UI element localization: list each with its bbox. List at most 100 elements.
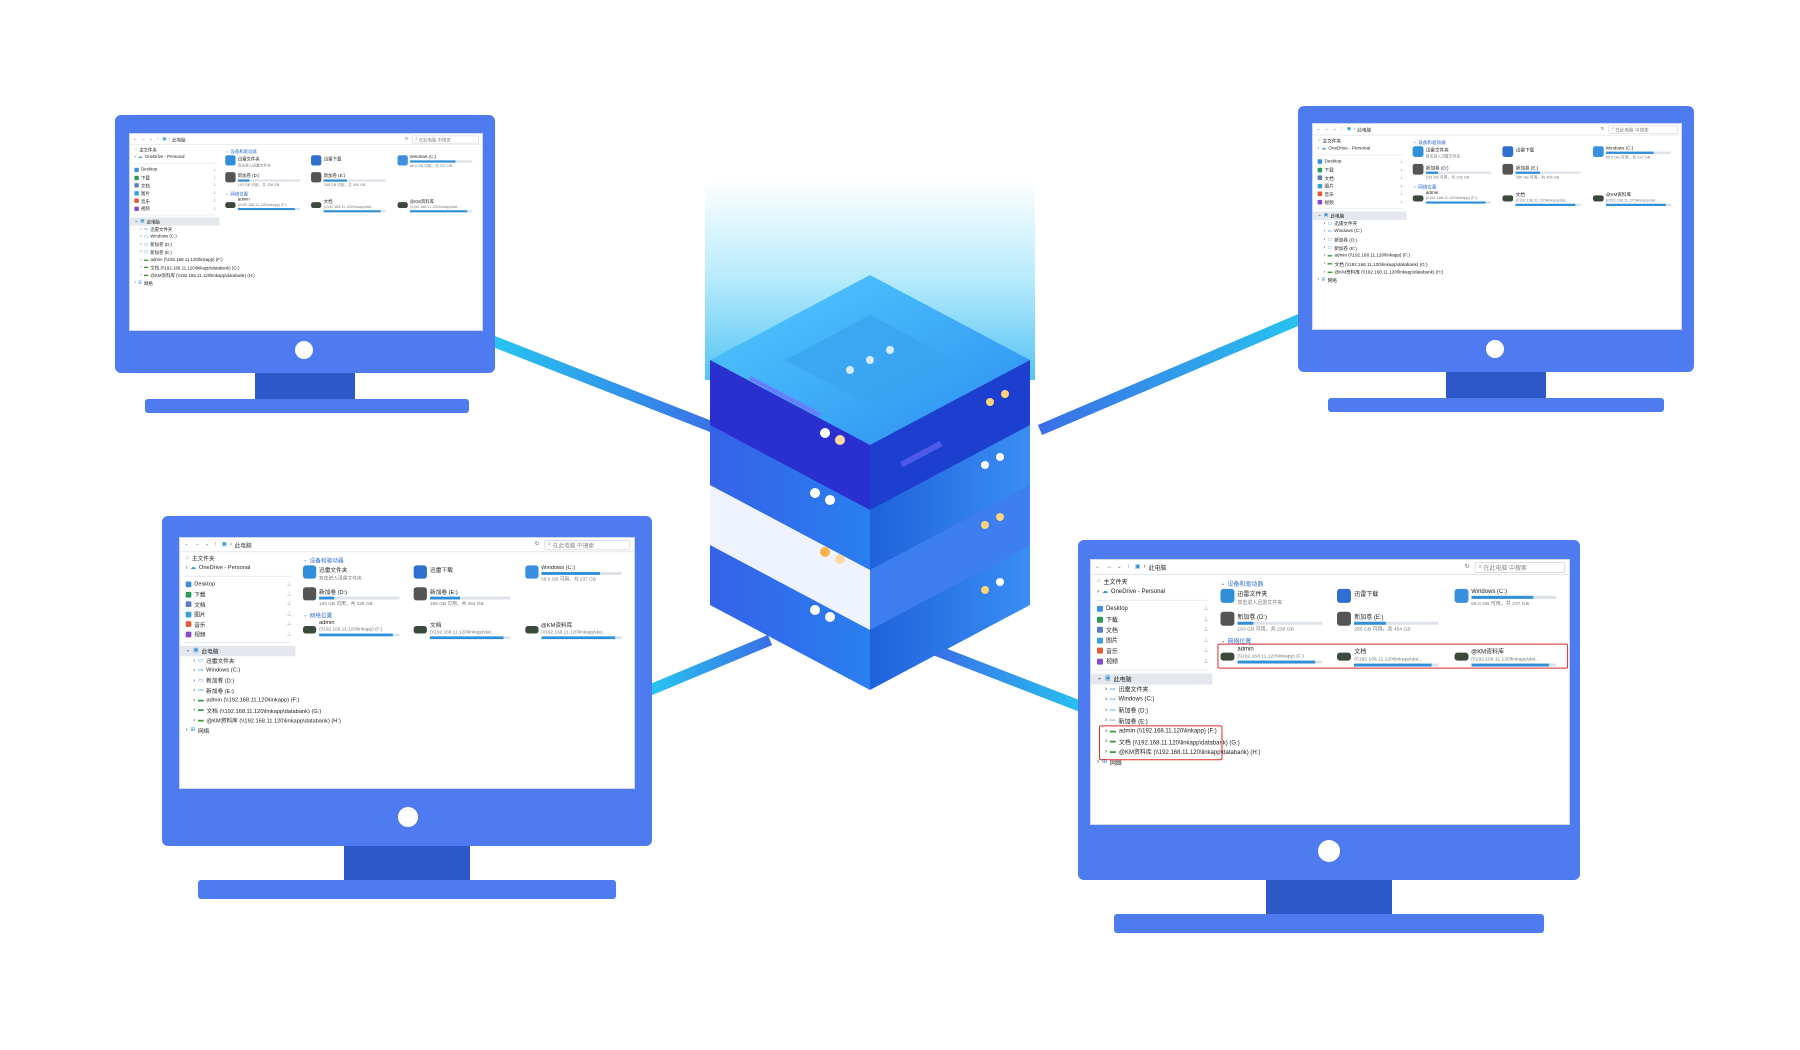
nav-network-drive[interactable]: ›▬@KM资料库 (\\192.168.11.120\linkapp\datab… <box>1091 747 1260 757</box>
search-box[interactable]: ⌕ 在此电脑 中搜索 <box>1608 125 1679 134</box>
address-bar[interactable]: ▣ › 此电脑 <box>162 136 401 142</box>
nav-quick-item[interactable]: 图片⊥ <box>180 609 295 619</box>
drive-tile[interactable]: 迅雷下载 <box>413 565 519 584</box>
nav-onedrive[interactable]: ›☁OneDrive - Personal <box>1096 588 1166 595</box>
nav-quick-item[interactable]: 下载⊥ <box>180 590 295 600</box>
back-arrow-icon[interactable]: ← <box>132 136 138 142</box>
nav-quick-item[interactable]: 文档⊥ <box>180 599 295 609</box>
nav-pc-child[interactable]: ›▭新加卷 (D:) <box>1091 705 1213 715</box>
drive-tile[interactable]: 迅雷文件夹双击进入迅雷文件夹 <box>1412 146 1498 161</box>
search-box[interactable]: ⌕ 在此电脑 中搜索 <box>412 135 479 144</box>
search-box[interactable]: ⌕ 在此电脑 中搜索 <box>544 539 631 550</box>
refresh-icon[interactable]: ↻ <box>1600 127 1605 132</box>
section-network-header[interactable]: ⌄网络位置 <box>1412 184 1437 190</box>
drive-tile[interactable]: 迅雷下载 <box>311 155 393 170</box>
network-location-tile[interactable]: admin(\\192.168.11.120\linkapp) (F:) <box>225 198 307 213</box>
nav-network-drive[interactable]: ›▬admin (\\192.168.11.120\linkapp) (F:) <box>1313 252 1410 260</box>
up-arrow-icon[interactable]: ↑ <box>1340 127 1343 132</box>
address-bar[interactable]: ▣ › 此电脑 <box>1135 562 1460 571</box>
nav-network[interactable]: ›⊞网络 <box>185 727 210 735</box>
drive-tile[interactable]: 新加卷 (E:)285 GB 可用，共 454 GB <box>1337 611 1448 633</box>
network-location-tile[interactable]: @KM资料库(\\192.168.11.120\linkapp\dat... <box>524 620 630 640</box>
section-devices-header[interactable]: ⌄设备和驱动器 <box>1220 580 1264 588</box>
nav-pc-child[interactable]: ›▭迅雷文件夹 <box>130 225 219 233</box>
drive-tile[interactable]: 迅雷文件夹双击进入迅雷文件夹 <box>302 565 408 584</box>
nav-quick-item[interactable]: Desktop⊥ <box>1313 158 1407 166</box>
nav-quick-item[interactable]: 音乐⊥ <box>130 197 219 205</box>
drive-tile[interactable]: 新加卷 (D:)193 GB 可用，共 238 GB <box>302 587 408 607</box>
nav-network-drive[interactable]: ›▬文档 (\\192.168.11.120\linkapp\databank)… <box>1091 736 1240 746</box>
network-location-tile[interactable]: @KM资料库(\\192.168.11.120\linkapp\dat... <box>1592 191 1678 207</box>
nav-network-drive[interactable]: ›▬admin (\\192.168.11.120\linkapp) (F:) <box>180 696 299 706</box>
nav-network-drive[interactable]: ›▬文档 (\\192.168.11.120\linkapp\databank)… <box>130 264 239 272</box>
nav-this-pc[interactable]: ⌄▣此电脑 <box>130 217 220 226</box>
nav-quick-item[interactable]: 图片⊥ <box>1313 182 1407 190</box>
nav-quick-item[interactable]: 文档⊥ <box>1091 625 1213 635</box>
nav-pc-child[interactable]: ›▭新加卷 (D:) <box>130 241 219 249</box>
nav-this-pc[interactable]: ⌄▣此电脑 <box>1313 211 1407 220</box>
drive-tile[interactable]: 新加卷 (D:)193 GB 可用，共 238 GB <box>225 172 307 188</box>
nav-network-drive[interactable]: ›▬文档 (\\192.168.11.120\linkapp\databank)… <box>180 705 321 715</box>
section-devices-header[interactable]: ⌄设备和驱动器 <box>1412 139 1446 146</box>
section-network-header[interactable]: ⌄网络位置 <box>302 612 333 620</box>
nav-pc-child[interactable]: ›▭迅雷文件夹 <box>180 656 295 666</box>
nav-pc-child[interactable]: ›▭Windows (C:) <box>130 233 219 241</box>
nav-quick-item[interactable]: 文档⊥ <box>130 182 219 190</box>
drive-tile[interactable]: Windows (C:)65.0 GB 可用，共 237 GB <box>1454 588 1565 609</box>
nav-onedrive[interactable]: ›☁OneDrive - Personal <box>185 565 251 571</box>
forward-arrow-icon[interactable]: → <box>1105 563 1112 570</box>
nav-onedrive[interactable]: ›☁OneDrive - Personal <box>134 155 185 160</box>
drive-tile[interactable]: Windows (C:)65.0 GB 可用，共 237 GB <box>524 565 630 584</box>
refresh-icon[interactable]: ↻ <box>1464 563 1470 570</box>
nav-network-drive[interactable]: ›▬@KM资料库 (\\192.168.11.120\linkapp\datab… <box>1313 268 1444 276</box>
nav-pc-child[interactable]: ›▭Windows (C:) <box>1091 694 1213 704</box>
nav-network[interactable]: ›⊞网络 <box>134 280 153 287</box>
nav-quick-item[interactable]: 音乐⊥ <box>1313 190 1407 198</box>
nav-quick-item[interactable]: Desktop⊥ <box>180 580 295 590</box>
refresh-icon[interactable]: ↻ <box>534 541 540 548</box>
nav-pc-child[interactable]: ›▭迅雷文件夹 <box>1091 684 1213 694</box>
nav-onedrive[interactable]: ›☁OneDrive - Personal <box>1317 146 1371 151</box>
nav-network-drive[interactable]: ›▬@KM资料库 (\\192.168.11.120\linkapp\datab… <box>130 271 254 279</box>
nav-quick-item[interactable]: 下载⊥ <box>130 174 219 182</box>
nav-network-drive[interactable]: ›▬文档 (\\192.168.11.120\linkapp\databank)… <box>1313 260 1428 268</box>
nav-pc-child[interactable]: ›▭新加卷 (E:) <box>180 686 295 696</box>
network-location-tile[interactable]: admin(\\192.168.11.120\linkapp) (F:) <box>302 620 408 639</box>
nav-quick-item[interactable]: 图片⊥ <box>130 189 219 197</box>
nav-quick-item[interactable]: 视频⊥ <box>180 629 295 639</box>
drive-tile[interactable]: 新加卷 (D:)193 GB 可用，共 238 GB <box>1412 163 1498 180</box>
network-location-tile[interactable]: @KM资料库(\\192.168.11.120\linkapp\dat... <box>1454 647 1565 667</box>
nav-quick-item[interactable]: 音乐⊥ <box>1091 646 1213 656</box>
network-location-tile[interactable]: 文档(\\192.168.11.120\linkapp\dat... <box>311 198 393 213</box>
nav-pc-child[interactable]: ›▭新加卷 (D:) <box>1313 236 1407 244</box>
nav-quick-item[interactable]: 视频⊥ <box>1313 198 1407 206</box>
drive-tile[interactable]: 迅雷下载 <box>1337 588 1448 609</box>
nav-pc-child[interactable]: ›▭Windows (C:) <box>1313 228 1407 236</box>
section-network-header[interactable]: ⌄网络位置 <box>1220 638 1252 646</box>
nav-quick-item[interactable]: 下载⊥ <box>1313 166 1407 174</box>
section-network-header[interactable]: ⌄网络位置 <box>225 191 249 198</box>
address-bar[interactable]: ▣ › 此电脑 <box>1347 126 1597 133</box>
nav-quick-item[interactable]: 视频⊥ <box>1091 656 1213 666</box>
forward-arrow-icon[interactable]: → <box>140 136 146 142</box>
drive-tile[interactable]: 新加卷 (E:)285 GB 可用，共 454 GB <box>1502 163 1588 180</box>
nav-network[interactable]: ›⊞网络 <box>1317 277 1337 284</box>
nav-pc-child[interactable]: ›▭新加卷 (E:) <box>1091 715 1213 725</box>
refresh-icon[interactable]: ↻ <box>404 136 409 142</box>
up-arrow-icon[interactable]: ↑ <box>156 136 159 142</box>
network-location-tile[interactable]: 文档(\\192.168.11.120\linkapp\dat... <box>1337 647 1448 667</box>
back-arrow-icon[interactable]: ← <box>183 541 190 548</box>
nav-home[interactable]: ⌂主文件夹 <box>1317 137 1342 144</box>
nav-pc-child[interactable]: ›▭新加卷 (D:) <box>180 676 295 686</box>
network-location-tile[interactable]: admin(\\192.168.11.120\linkapp) (F:) <box>1412 191 1498 206</box>
chevron-down-icon[interactable]: ⌄ <box>1116 563 1122 570</box>
up-arrow-icon[interactable]: ↑ <box>214 541 217 548</box>
drive-tile[interactable]: 迅雷文件夹双击进入迅雷文件夹 <box>1220 588 1331 609</box>
nav-network-drive[interactable]: ›▬admin (\\192.168.11.120\linkapp) (F:) <box>130 256 222 264</box>
chevron-down-icon[interactable]: ⌄ <box>204 541 210 548</box>
drive-tile[interactable]: 新加卷 (E:)285 GB 可用，共 454 GB <box>413 587 519 607</box>
nav-network[interactable]: ›⊞网络 <box>1096 759 1122 767</box>
search-box[interactable]: ⌕ 在此电脑 中搜索 <box>1474 561 1566 573</box>
drive-tile[interactable]: 新加卷 (D:)193 GB 可用，共 238 GB <box>1220 611 1331 633</box>
nav-quick-item[interactable]: 文档⊥ <box>1313 174 1407 182</box>
